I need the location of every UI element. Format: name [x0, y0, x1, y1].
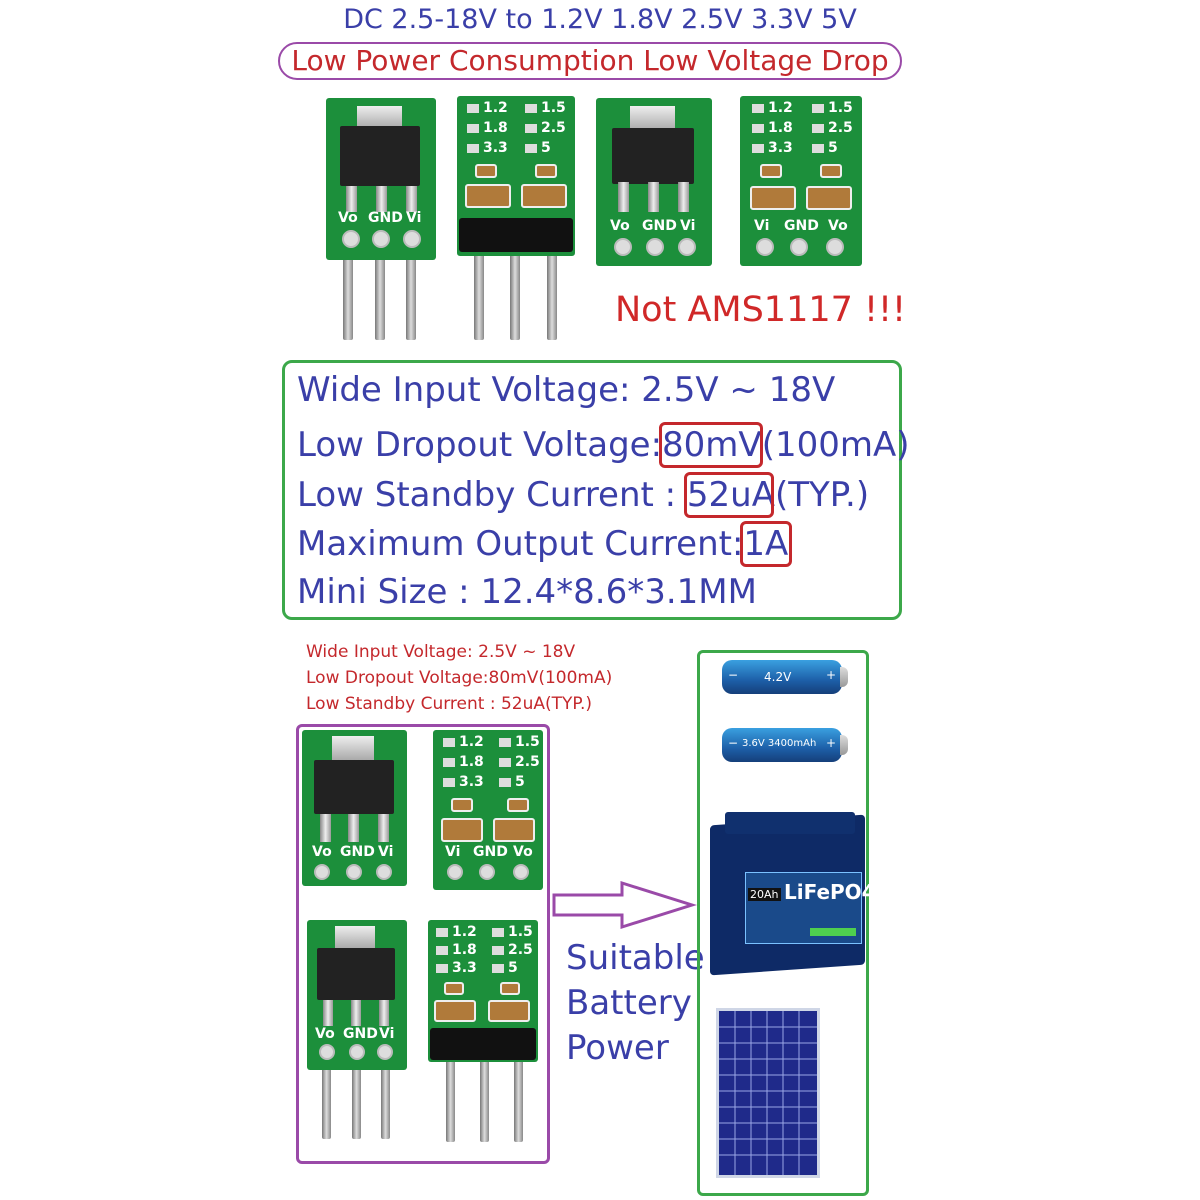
battery-capacity-label: 20Ah	[748, 888, 781, 901]
header-pin	[406, 255, 416, 340]
small-spec-standby: Low Standby Current : 52uA(TYP.)	[306, 694, 593, 714]
header-pin	[343, 255, 353, 340]
small-spec-dropout: Low Dropout Voltage:80mV(100mA)	[306, 668, 613, 688]
feature-label: Low Dropout Voltage:	[297, 425, 663, 465]
silk-3-3: 3.3	[483, 140, 508, 156]
header-pin	[375, 255, 385, 340]
silk-gnd: GND	[784, 218, 819, 234]
silk-vo: Vo	[828, 218, 848, 234]
feature-standby-current: Low Standby Current : 52uA(TYP.)	[297, 472, 869, 518]
highlighted-value: 1A	[740, 521, 793, 567]
suitable-line-3: Power	[566, 1028, 669, 1068]
pcb-board-jumpers-pins: 1.2 1.5 1.8 2.5 3.3 5	[428, 920, 538, 1062]
header-pin	[474, 250, 484, 340]
silk-3-3: 3.3	[768, 140, 793, 156]
battery-options-frame	[697, 650, 869, 1196]
arrow-right-icon	[552, 880, 697, 930]
silk-vo: Vo	[338, 210, 358, 226]
silk-5: 5	[828, 140, 838, 156]
pcb-board-jumpers-flat: 1.2 1.5 1.8 2.5 3.3 5 Vi GND Vo	[740, 96, 862, 266]
silk-1-5: 1.5	[541, 100, 566, 116]
pcb-board-sot223: Vo GND Vi	[302, 730, 407, 886]
silk-vo: Vo	[610, 218, 630, 234]
module-group-frame	[296, 724, 550, 1164]
header-pin	[510, 250, 520, 340]
silk-1-2: 1.2	[483, 100, 508, 116]
highlighted-value: 80mV	[659, 422, 764, 468]
pcb-board-jumpers: 1.2 1.5 1.8 2.5 3.3 5	[457, 96, 575, 256]
solar-panel	[716, 1008, 820, 1178]
silk-vi: Vi	[406, 210, 422, 226]
silk-1-8: 1.8	[483, 120, 508, 136]
highlighted-value: 52uA	[683, 472, 775, 518]
suitable-line-2: Battery	[566, 983, 692, 1023]
silk-1-5: 1.5	[828, 100, 853, 116]
not-ams1117-callout: Not AMS1117 !!!	[615, 290, 907, 330]
silk-1-8: 1.8	[768, 120, 793, 136]
page-subtitle: Low Power Consumption Low Voltage Drop	[291, 44, 889, 77]
page-title: DC 2.5-18V to 1.2V 1.8V 2.5V 3.3V 5V	[343, 4, 857, 35]
silk-5: 5	[541, 140, 551, 156]
feature-output-current: Maximum Output Current:1A	[297, 521, 793, 567]
features-frame	[282, 360, 902, 620]
suitable-line-1: Suitable	[566, 938, 705, 978]
silk-vi: Vi	[754, 218, 770, 234]
small-spec-input: Wide Input Voltage: 2.5V ~ 18V	[306, 642, 576, 662]
feature-mini-size: Mini Size : 12.4*8.6*3.1MM	[297, 572, 757, 612]
feature-dropout-voltage: Low Dropout Voltage:80mV(100mA)	[297, 422, 910, 468]
pcb-board-jumpers: 1.2 1.5 1.8 2.5 3.3 5 Vi GND Vo	[433, 730, 543, 890]
silk-2-5: 2.5	[541, 120, 566, 136]
subtitle-frame	[278, 42, 902, 80]
pcb-board-sot223: Vo GND Vi	[326, 98, 436, 260]
pcb-board-sot223-pins: Vo GND Vi	[307, 920, 407, 1070]
silk-gnd: GND	[642, 218, 677, 234]
silk-gnd: GND	[368, 210, 403, 226]
pcb-board-sot223-flat: Vo GND Vi	[596, 98, 712, 266]
silk-vi: Vi	[680, 218, 696, 234]
silk-1-2: 1.2	[768, 100, 793, 116]
battery-chem-label: LiFePO4	[784, 880, 876, 904]
feature-input-voltage: Wide Input Voltage: 2.5V ~ 18V	[297, 370, 836, 410]
header-pin	[547, 250, 557, 340]
silk-2-5: 2.5	[828, 120, 853, 136]
